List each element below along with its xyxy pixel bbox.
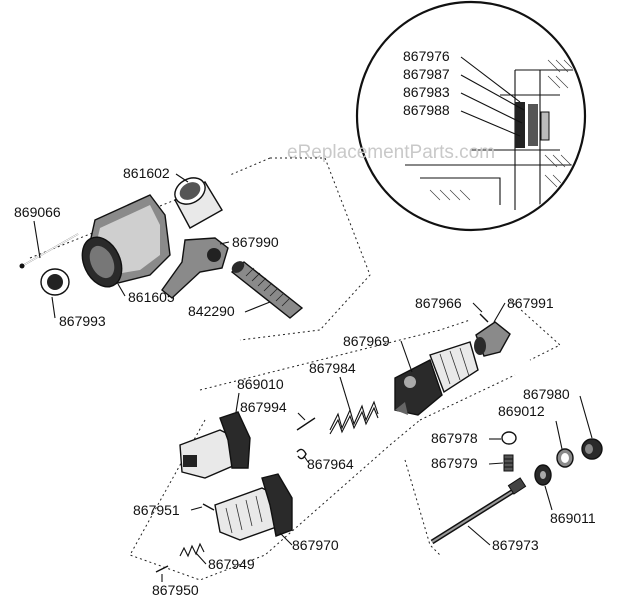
part-861602-bushing [174, 177, 223, 229]
label-861602: 861602 [123, 165, 170, 181]
part-867973-shaft [430, 477, 527, 545]
part-867950-pin [155, 565, 169, 573]
part-842290-tube [230, 261, 304, 319]
label-869012: 869012 [498, 403, 545, 419]
label-867979: 867979 [431, 455, 478, 471]
label-867951: 867951 [133, 502, 180, 518]
label-867991: 867991 [507, 295, 554, 311]
part-869011-collar [534, 464, 552, 486]
label-867994: 867994 [240, 399, 287, 415]
label-869011: 869011 [550, 510, 596, 526]
label-867983: 867983 [403, 84, 450, 100]
label-869066: 869066 [14, 204, 61, 220]
label-867964: 867964 [307, 456, 354, 472]
part-867949-spring [179, 542, 205, 558]
part-867993-washer [40, 268, 70, 296]
part-869066-rod [19, 233, 79, 269]
label-869010: 869010 [237, 376, 284, 392]
label-867988: 867988 [403, 102, 450, 118]
part-867980-cap [581, 438, 603, 460]
detail-inset: 867976 867987 867983 867988 [355, 0, 587, 232]
label-867978: 867978 [431, 430, 478, 446]
part-867966-pin [479, 313, 489, 323]
watermark-text: eReplacementParts.com [287, 142, 495, 163]
label-867984: 867984 [309, 360, 356, 376]
part-867991-sleeve [474, 321, 511, 357]
label-867990: 867990 [232, 234, 279, 250]
label-842290: 842290 [188, 303, 235, 319]
part-867969-hammer-cage [394, 341, 479, 416]
label-867949: 867949 [208, 556, 255, 572]
part-869012-ring [556, 448, 574, 468]
label-867987: 867987 [403, 66, 450, 82]
part-867978-ball [501, 431, 517, 445]
part-867979-spring [503, 454, 514, 472]
part-867970-anvil [214, 473, 293, 541]
label-867973: 867973 [492, 537, 539, 553]
part-867994-pin [296, 417, 316, 431]
label-867966: 867966 [415, 295, 462, 311]
part-867984-spring [329, 400, 379, 435]
part-869010-hammer [179, 411, 251, 479]
part-861605-housing [81, 194, 171, 288]
label-867980: 867980 [523, 386, 570, 402]
label-867993: 867993 [59, 313, 106, 329]
label-867969: 867969 [343, 333, 390, 349]
label-861605: 861605 [128, 289, 175, 305]
part-867951-pin [202, 503, 215, 511]
label-867976: 867976 [403, 48, 450, 64]
label-867950: 867950 [152, 582, 199, 598]
label-867970: 867970 [292, 537, 339, 553]
part-867964-clip [296, 448, 307, 460]
part-867990-bracket [161, 237, 229, 299]
